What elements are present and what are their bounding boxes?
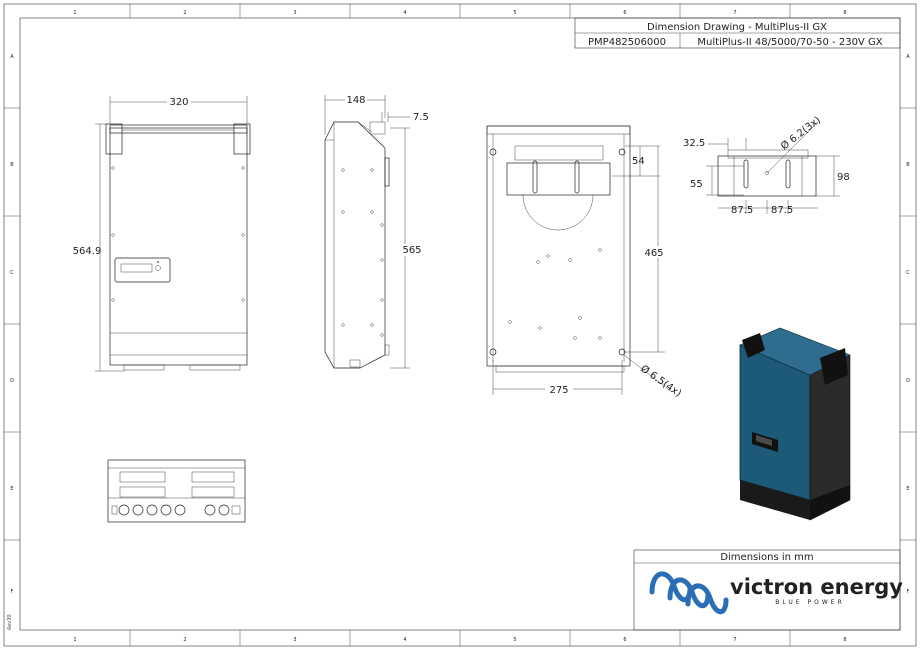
grid-col-label: 2 [183,637,186,643]
model-name: MultiPlus-II 48/5000/70-50 - 230V GX [697,37,882,48]
dim-bracket-span-right: 87.5 [771,205,793,216]
grid-col-label: 3 [293,10,296,16]
grid-column-labels-bottom: 1 2 3 4 5 6 7 8 [73,637,846,643]
inner-frame [19,17,901,631]
bracket-view [717,149,817,197]
dim-front-width: 320 [169,97,188,108]
dim-side-height: 565 [402,245,421,256]
dim-rear-width: 275 [549,385,568,396]
victron-logo-icon [649,571,729,615]
rear-view [486,125,631,373]
bracket-dimensions: 32.5 Ø 6.2(3x) 55 98 87.5 87.5 [683,114,850,216]
dim-rear-hole-dia: Ø 6.5(4x) [638,363,683,400]
brand-name: victron energy [730,575,903,599]
product-render [739,327,851,521]
grid-col-label: 5 [513,10,516,16]
dim-bracket-slot: 55 [690,179,703,190]
side-view [324,121,390,369]
dim-rear-hole-span: 465 [644,248,663,259]
grid-row-label: C [906,270,910,276]
dim-bracket-height: 98 [837,172,850,183]
grid-column-dividers [129,4,791,646]
dim-bracket-hole-dia: Ø 6.2(3x) [778,114,823,152]
grid-row-labels-right: A B C D E F [906,54,910,595]
front-view [105,123,251,371]
dim-side-offset: 7.5 [413,112,429,123]
grid-row-label: F [907,589,910,595]
grid-col-label: 7 [733,637,736,643]
grid-row-label: F [11,589,14,595]
grid-row-label: A [906,54,910,60]
grid-row-label: D [906,378,910,384]
grid-col-label: 8 [843,637,846,643]
dim-side-depth: 148 [346,95,365,106]
dim-bracket-offset: 32.5 [683,138,705,149]
dim-bracket-span-left: 87.5 [731,205,753,216]
grid-col-label: 5 [513,637,516,643]
grid-col-label: 2 [183,10,186,16]
margin-code: 6ev30 [7,614,13,630]
grid-col-label: 6 [623,637,626,643]
grid-col-label: 6 [623,10,626,16]
grid-col-label: 3 [293,637,296,643]
grid-row-dividers [4,107,916,541]
grid-col-label: 4 [403,10,406,16]
grid-col-label: 8 [843,10,846,16]
units-note: Dimensions in mm [720,552,813,563]
grid-row-label: C [10,270,14,276]
grid-col-label: 1 [73,10,76,16]
drawing-title: Dimension Drawing - MultiPlus-II GX [647,22,827,33]
grid-row-label: E [906,486,909,492]
brand-tagline: BLUE POWER [775,599,844,606]
grid-row-label: A [10,54,14,60]
dim-front-height: 564.9 [73,246,102,257]
part-number: PMP482506000 [588,37,666,48]
side-dimensions: 148 7.5 565 [324,94,429,369]
rear-dimensions: 54 465 275 Ø 6.5(4x) [492,145,684,400]
dim-rear-top-gap: 54 [632,156,645,167]
grid-row-label: D [10,378,14,384]
grid-row-label: E [10,486,13,492]
grid-col-label: 1 [73,637,76,643]
grid-column-labels-top: 1 2 3 4 5 6 7 8 [73,10,846,16]
grid-row-label: B [906,162,910,168]
footer-block: Dimensions in mm [633,549,901,631]
title-block: Dimension Drawing - MultiPlus-II GX PMP4… [574,17,901,49]
grid-col-label: 7 [733,10,736,16]
grid-row-labels-left: A B C D E F [10,54,14,595]
bottom-view [107,459,246,523]
front-dimensions: 320 564.9 [73,96,248,372]
grid-col-label: 4 [403,637,406,643]
grid-row-label: B [10,162,14,168]
